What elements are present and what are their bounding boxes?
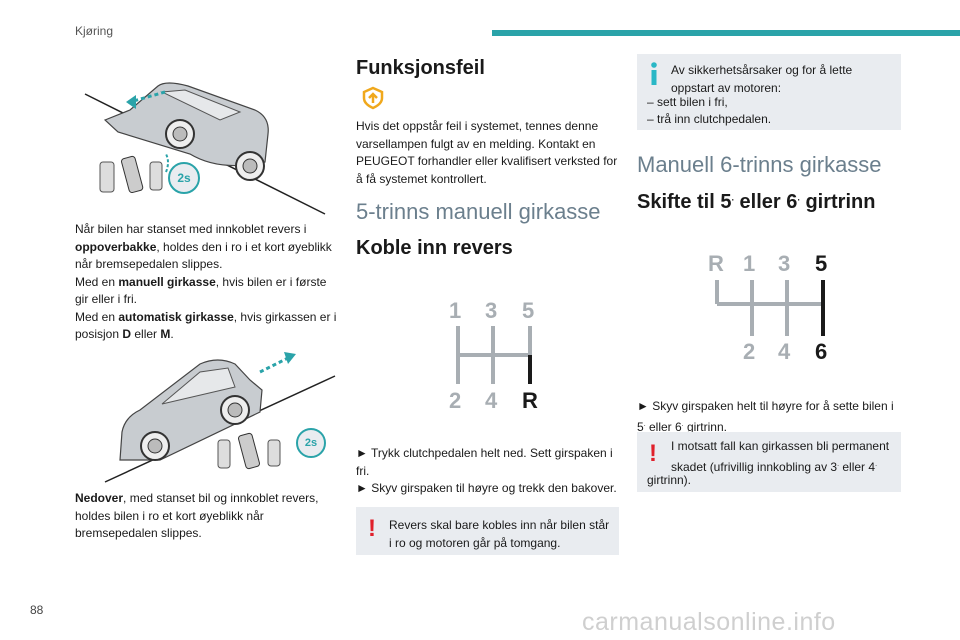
uphill-description: Når bilen har stanset med innkoblet reve… [75,221,340,344]
info-icon [651,62,657,85]
running-header: Kjøring [75,24,114,38]
info-item: – sett bilen i fri, [647,95,728,109]
gear-label-3: 3 [485,298,498,323]
text-run: ► Skyv girspaken helt til høyre for å se… [637,399,894,434]
reverse-steps: ► Trykk clutchpedalen helt ned. Sett gir… [356,445,618,498]
step-2: ► Skyv girspaken til høyre og trekk den … [356,481,617,495]
gear-label-6: 6 [815,339,828,364]
text-run: eller 4 [839,459,876,474]
reverse-heading: Koble inn revers [356,237,513,259]
gear-label-1: 1 [743,251,756,276]
header-accent-bar [492,30,960,36]
warning-text: Revers skal bare kobles inn når bilen st… [389,518,610,550]
text-run: I motsatt fall kan girkassen bli permane… [671,439,890,474]
heading-part: Skifte til 5 [637,191,732,213]
gear-label-5: 5 [522,298,535,323]
watermark: carmanualsonline.info [582,608,836,636]
step-1: ► Trykk clutchpedalen helt ned. Sett gir… [356,446,613,478]
gear-label-reverse: R [522,388,538,413]
bold-term: M [160,327,171,341]
gear-label-4: 4 [778,339,791,364]
warning-lamp-icon [362,86,384,110]
six-speed-shift-diagram [715,280,825,336]
superscript: . [875,460,878,468]
bold-term: Nedover [75,491,124,505]
text-run: , holdes den i ro i et kort øyeblikk når… [75,239,332,272]
gear-label-1: 1 [449,298,462,323]
gearbox-warning-box: ! I motsatt fall kan girkassen bli perma… [637,432,901,492]
fault-description: Hvis det oppstår feil i systemet, tennes… [356,119,618,186]
page-number: 88 [30,603,44,617]
text-run: , hvis bilen er i første gir eller i fri… [75,274,327,307]
superscript: . [837,460,840,468]
superscript: . [643,420,646,428]
timer-2s-badge: 2s [296,428,326,458]
text-run: . [170,327,174,341]
warning-text: I motsatt fall kan girkassen bli permane… [671,438,895,476]
bold-term: automatisk girkasse [118,309,234,324]
reverse-warning-box: ! Revers skal bare kobles inn når bilen … [356,507,619,555]
timer-2s-badge: 2s [168,162,200,194]
text-run: , med stanset bil og innkoblet revers, h… [75,491,319,540]
fault-heading: Funksjonsfeil [356,57,485,79]
five-speed-title: 5-trinns manuell girkasse [356,199,601,224]
bold-term: D [122,327,132,341]
gear-label-5: 5 [815,251,828,276]
text-run: eller [131,327,161,341]
text-run: , hvis girkassen er i posisjon [75,309,337,342]
text-run: Med en [75,309,119,324]
shift-5-6-heading: Skifte til 5. eller 6. girtrinn [637,191,875,214]
superscript: . [797,192,800,203]
warning-icon: ! [368,515,376,542]
bold-term: oppoverbakke [75,239,157,254]
text-run: eller 6 [645,419,682,434]
six-speed-title: Manuell 6-trinns girkasse [637,152,882,177]
text-run: Når bilen har stanset med innkoblet reve… [75,222,307,236]
warning-text-cont: girtrinn). [647,473,692,487]
superscript: . [731,192,734,203]
five-speed-shift-diagram [456,326,532,384]
fault-text-block: Hvis det oppstår feil i systemet, tennes… [356,118,618,188]
shift-steps: ► Skyv girspaken helt til høyre for å se… [637,398,902,436]
superscript: . [681,420,684,428]
gear-label-reverse: R [708,251,724,276]
info-intro: Av sikkerhetsårsaker og for å lette opps… [671,63,853,95]
downhill-reverse-illustration [104,352,336,483]
text-run: girtrinn. [683,419,727,434]
bold-term: manuell girkasse [118,274,216,289]
safety-info-box: Av sikkerhetsårsaker og for å lette opps… [637,54,901,130]
text-run: Med en [75,274,119,289]
gear-label-2: 2 [449,388,462,413]
heading-part: eller 6 [734,191,798,213]
gear-label-4: 4 [485,388,498,413]
info-item: – trå inn clutchpedalen. [647,112,772,126]
warning-icon: ! [649,440,657,467]
gear-label-2: 2 [743,339,756,364]
downhill-description: Nedover, med stanset bil og innkoblet re… [75,490,340,543]
uphill-reverse-illustration [84,82,326,215]
heading-part: girtrinn [799,191,876,213]
gear-label-3: 3 [778,251,791,276]
